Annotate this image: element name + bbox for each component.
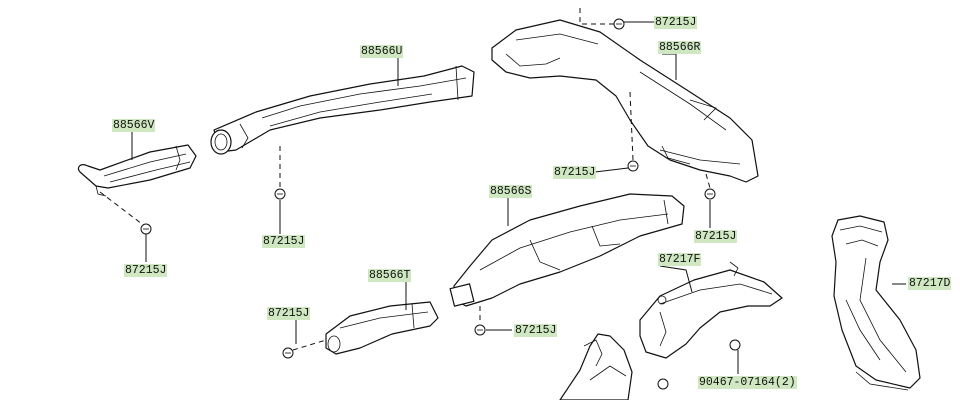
clip-87215j-bottom-left bbox=[282, 347, 294, 359]
duct-88566t bbox=[325, 301, 439, 355]
label-87215j-bottom-center: 87215J bbox=[514, 324, 558, 337]
duct-88566s bbox=[449, 193, 685, 307]
leader-lines bbox=[131, 21, 906, 374]
duct-88566v bbox=[77, 144, 197, 197]
clip-87215j-center-top bbox=[627, 160, 639, 172]
duct-88566u bbox=[210, 65, 475, 155]
label-87215j-right: 87215J bbox=[694, 230, 738, 243]
clip-87215j-right bbox=[704, 188, 716, 200]
label-88566s: 88566S bbox=[489, 185, 533, 198]
label-87215j-mid-left: 87215J bbox=[262, 235, 306, 248]
label-88566u: 88566U bbox=[360, 45, 404, 58]
clip-87215j-left-bottom bbox=[140, 223, 152, 235]
clip-87215j-bottom-center bbox=[474, 324, 486, 336]
duct-87217f bbox=[639, 261, 783, 359]
label-88566t: 88566T bbox=[368, 269, 412, 282]
label-87217d: 87217D bbox=[908, 277, 952, 290]
clip-87215j-top bbox=[613, 18, 625, 30]
label-88566r: 88566R bbox=[658, 41, 702, 54]
duct-87217d bbox=[831, 215, 921, 391]
label-87215j-bottom-left: 87215J bbox=[267, 307, 311, 320]
label-88566v: 88566V bbox=[112, 119, 156, 132]
label-87215j-center-top: 87215J bbox=[553, 166, 597, 179]
duct-partial-bottom bbox=[559, 333, 633, 400]
duct-88566r bbox=[491, 19, 759, 183]
clip-90467-a bbox=[729, 339, 741, 351]
label-87215j-top: 87215J bbox=[654, 16, 698, 29]
clip-90467-b bbox=[657, 378, 669, 390]
label-87217f: 87217F bbox=[658, 253, 702, 266]
clip-87215j-mid-left bbox=[274, 188, 286, 200]
label-90467-07164: 90467-07164(2) bbox=[698, 376, 797, 389]
label-87215j-left-bottom: 87215J bbox=[124, 264, 168, 277]
assembly-lines bbox=[99, 8, 711, 351]
